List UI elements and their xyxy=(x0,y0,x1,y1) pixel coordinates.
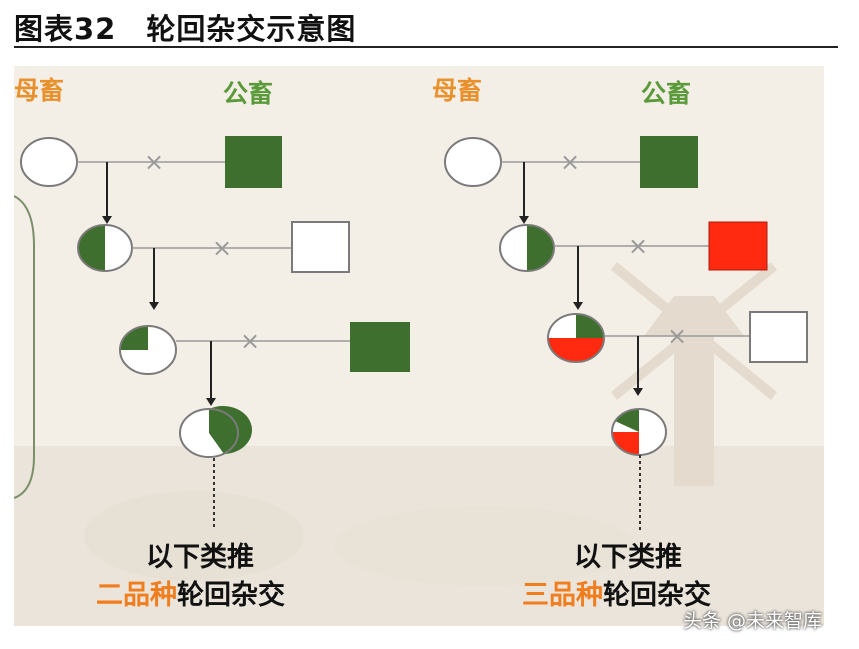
right-generation-4 xyxy=(611,408,667,530)
left-sire-square-white xyxy=(291,221,350,273)
left-sire-square-green xyxy=(225,136,282,188)
page-title: 图表32 轮回杂交示意图 xyxy=(14,12,357,46)
left-cross-symbol: × xyxy=(144,148,164,176)
right-sire-square-white xyxy=(749,311,808,363)
right-note-line2: 三品种轮回杂交 xyxy=(522,579,711,611)
right-g4-red-fill xyxy=(612,432,639,455)
left-bracket xyxy=(14,195,35,499)
left-note-line1: 以下类推 xyxy=(146,542,254,573)
left-generation-4 xyxy=(179,406,253,530)
left-offspring-2 xyxy=(119,325,177,375)
pedigree-diagram: 母畜 公畜 × × × xyxy=(14,76,824,626)
right-g2-green-fill xyxy=(527,225,554,271)
left-g3-green-fill xyxy=(120,326,148,350)
left-dam-label: 母畜 xyxy=(14,76,64,105)
rotational-crossbreeding-figure: 母畜 公畜 × × × xyxy=(14,66,824,626)
right-note-rest: 轮回杂交 xyxy=(603,579,711,611)
right-cross-symbol-2: × xyxy=(628,232,648,260)
right-dam-label: 母畜 xyxy=(432,76,482,105)
right-sire-square-red xyxy=(708,221,768,271)
left-sire-square-green-2 xyxy=(350,322,410,372)
right-generation-2: × xyxy=(499,221,768,310)
right-g3-red-fill xyxy=(548,338,604,362)
right-sire-square-green xyxy=(640,136,698,188)
left-sire-label: 公畜 xyxy=(223,79,273,108)
left-offspring-3 xyxy=(179,408,239,458)
left-cross-symbol-2: × xyxy=(212,234,232,262)
left-note-line2: 二品种轮回杂交 xyxy=(96,579,285,611)
right-g3-green-fill xyxy=(576,314,604,338)
right-offspring-1 xyxy=(499,224,555,272)
right-sire-label: 公畜 xyxy=(641,79,691,108)
right-generation-3: × xyxy=(547,311,808,396)
right-generation-1: × xyxy=(444,136,698,224)
title-divider xyxy=(14,46,838,48)
left-descent-arrow xyxy=(102,216,112,224)
right-dam-circle xyxy=(444,137,502,187)
background-scenery xyxy=(14,262,824,626)
left-generation-1: × xyxy=(20,136,282,224)
right-offspring-2 xyxy=(547,313,605,363)
right-cross-symbol: × xyxy=(560,148,580,176)
left-dam-circle xyxy=(20,137,78,187)
right-note-highlight: 三品种 xyxy=(522,580,603,611)
right-note-line1: 以下类推 xyxy=(574,542,682,573)
left-generation-3: × xyxy=(119,322,410,406)
source-watermark: 头条 @未来智库 xyxy=(683,610,823,632)
left-cross-symbol-3: × xyxy=(240,327,260,355)
right-cross-symbol-3: × xyxy=(667,322,687,350)
left-g4-green-fill xyxy=(209,406,253,454)
left-note-rest: 轮回杂交 xyxy=(177,579,285,611)
left-note-highlight: 二品种 xyxy=(96,580,177,611)
left-generation-2: × xyxy=(77,221,350,310)
left-g2-green-fill xyxy=(78,225,105,271)
